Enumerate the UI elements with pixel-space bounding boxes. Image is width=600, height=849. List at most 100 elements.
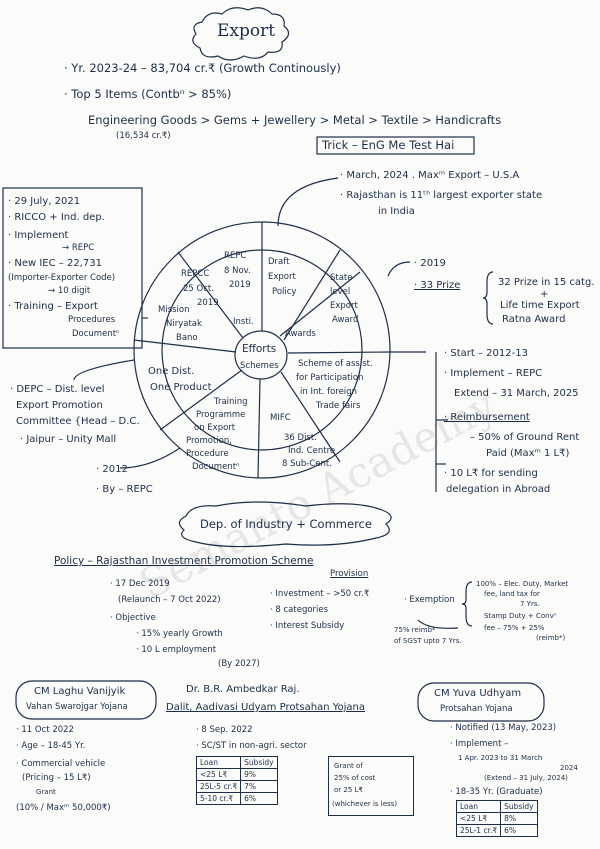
table-header-cell: Loan (195, 756, 242, 769)
doi-objective: · Objective (110, 613, 156, 623)
rank-line-2: in India (378, 206, 415, 217)
award-detail-2: + (540, 289, 549, 300)
state-award-2: level (330, 287, 351, 297)
laghu-title-box (15, 680, 157, 720)
doi-provision: Provision (330, 569, 369, 579)
fairs-delegation-2: delegation in Abroad (446, 484, 551, 495)
yuva-extend: (Extend – 31 July, 2024) (484, 774, 568, 782)
repc-name: REPC (224, 251, 247, 261)
trick-text: Trick – EnG Me Test Hai (322, 138, 455, 152)
state-award-1: State (330, 273, 353, 283)
award-prize: · 33 Prize (414, 280, 461, 291)
table-row: <25 L₹ 9% (195, 768, 278, 781)
table-cell: 6% (500, 824, 538, 837)
ambedkar-grant-4: (whichever is less) (332, 800, 398, 808)
yuva-subsidy-table: Loan Subsidy <25 L₹ 8% 25L-1 cr.₹ 6% (455, 800, 538, 837)
ambedkar-grant-3: or 25 L₹ (334, 786, 363, 794)
ambedkar-sector: · SC/ST in non-agri. sector (196, 741, 307, 751)
depc-year: · 2012 (96, 464, 128, 475)
table-header-cell: Loan (455, 800, 502, 813)
state-award-3: Export (330, 301, 358, 311)
training-3: on Export (194, 423, 236, 433)
items-line: Engineering Goods > Gems + Jewellery > M… (88, 113, 502, 127)
yuva-period-year: 2024 (560, 764, 578, 772)
mifc-4: 8 Sub-Cent. (282, 459, 332, 469)
left-ricco: · RICCO + Ind. dep. (8, 212, 105, 223)
doi-obj-1: · 15% yearly Growth (136, 629, 223, 639)
table-cell: 25L-1 cr.₹ (455, 824, 502, 837)
table-cell: <25 L₹ (455, 812, 502, 825)
yuva-title-box (417, 682, 545, 722)
yuva-notified: · Notified (13 May, 2023) (450, 723, 557, 733)
scheme-2: for Participation (296, 373, 364, 383)
wheel-center-schemes: Schemes (240, 361, 279, 371)
wheel-awards: Awards (285, 329, 316, 339)
wheel-insti: Insti. (233, 317, 254, 327)
repc-year: 2019 (229, 280, 251, 290)
draft-3: Policy (272, 287, 297, 297)
yuva-period: 1 Apr. 2023 to 31 March (458, 754, 543, 762)
mifc-1: MIFC (270, 413, 291, 423)
training-1: Training (214, 397, 248, 407)
table-cell: <25 L₹ (195, 768, 242, 781)
left-date: · 29 July, 2021 (8, 196, 81, 207)
laghu-vehicle: · Commercial vehicle (16, 759, 106, 769)
depc-line-3: Committee {Head – D.C. (16, 416, 140, 427)
wheel-center-efforts: Efforts (242, 343, 277, 355)
award-detail-1: 32 Prize in 15 catg. (498, 277, 595, 288)
mifc-3: Ind. Centre (288, 446, 336, 456)
odop-1: One Dist. (148, 366, 195, 377)
table-cell: 8% (500, 812, 538, 825)
yuva-title-1: CM Yuva Udhyam (434, 688, 522, 699)
training-5: Procedure (186, 449, 229, 459)
left-training: · Training – Export (8, 301, 98, 312)
state-award-4: Award (332, 315, 359, 325)
doi-relaunch: (Relaunch – 7 Oct 2022) (118, 595, 221, 605)
table-cell: 5-10 cr.₹ (195, 792, 242, 805)
depc-by: · By – REPC (96, 484, 153, 495)
laghu-pricing: (Pricing – 15 L₹) (22, 773, 91, 783)
fairs-rent: – 50% of Ground Rent (470, 432, 580, 443)
top5-line: · Top 5 Items (Contbⁿ > 85%) (64, 87, 232, 101)
rank-line: · Rajasthan is 11ᵗʰ largest exporter sta… (340, 190, 543, 201)
left-digit: → 10 digit (48, 286, 91, 296)
doi-reimb-1: 75% reimb* (394, 626, 436, 634)
laghu-title-2: Vahan Swarojgar Yojana (26, 702, 128, 712)
laghu-age: · Age – 18-45 Yr. (16, 741, 86, 751)
laghu-grant-value: (10% / Maxᵐ 50,000₹) (16, 803, 111, 813)
ambedkar-subsidy-table: Loan Subsidy <25 L₹ 9% 25L-5 cr.₹ 7% 5-1… (195, 756, 278, 805)
doi-ex-5: fee – 75% + 25% (484, 624, 545, 632)
laghu-date: · 11 Oct 2022 (16, 725, 74, 735)
mifc-2: 36 Dist. (284, 433, 317, 443)
doi-prov-2: · 8 categories (270, 605, 329, 615)
scheme-4: Trade fairs (316, 401, 361, 411)
page-title: Export (217, 21, 276, 41)
table-row: 25L-5 cr.₹ 7% (195, 780, 278, 793)
left-implement: · Implement (8, 230, 69, 241)
depc-title: · DEPC – Dist. level (10, 384, 105, 395)
title-cloud (192, 7, 290, 61)
doi-ex-3: 7 Yrs. (520, 600, 540, 608)
fairs-extend: Extend – 31 March, 2025 (454, 388, 579, 399)
left-box (2, 187, 143, 349)
table-row: 25L-1 cr.₹ 6% (455, 824, 538, 837)
fairs-reimbursement: · Reimbursement (444, 412, 530, 423)
doi-cloud (178, 501, 392, 548)
training-6: Documentⁿ (192, 462, 240, 472)
ambedkar-grant-box (328, 756, 414, 816)
doi-title: Dep. of Industry + Commerce (200, 517, 372, 531)
mission-1: Mission (158, 305, 190, 315)
mission-3: Bano (176, 333, 198, 343)
ambedkar-title-2: Dalit, Aadivasi Udyam Protsahan Yojana (166, 702, 365, 713)
doi-ex-2: fee, land tax for (484, 590, 540, 598)
odop-2: One Product (150, 382, 212, 393)
table-header-row: Loan Subsidy (195, 756, 278, 769)
left-iec: · New IEC – 22,731 (8, 258, 102, 269)
depc-mall: · Jaipur – Unity Mall (20, 434, 117, 445)
award-year: · 2019 (414, 258, 446, 269)
award-detail-3: Life time Export (500, 300, 580, 311)
doi-date: · 17 Dec 2019 (110, 579, 170, 589)
wheel-center (234, 330, 288, 380)
table-header-cell: Subsidy (500, 800, 538, 813)
